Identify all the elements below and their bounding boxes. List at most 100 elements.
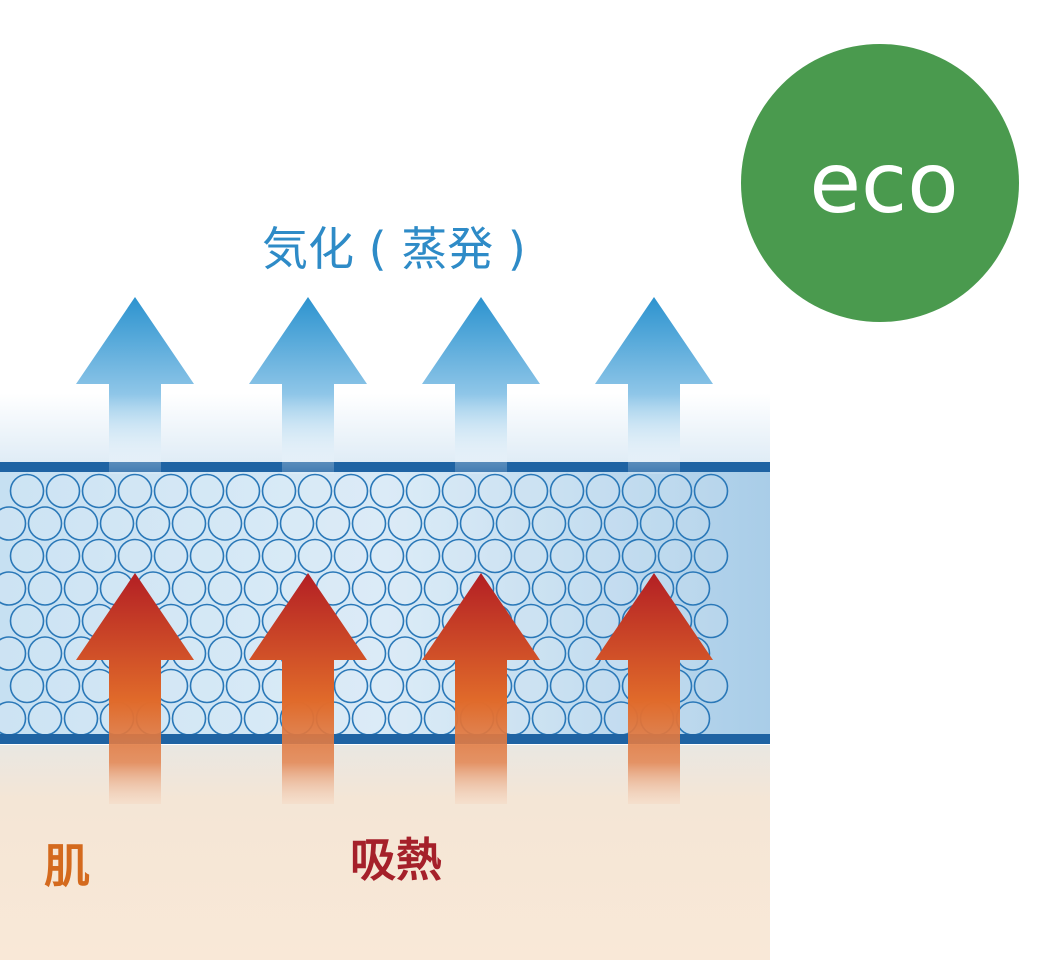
fiber-circle: [387, 571, 423, 606]
fiber-circle: [441, 538, 477, 574]
fiber-circle: [99, 506, 135, 541]
fiber-circle: [675, 571, 711, 606]
evaporation-label: 気化 ( 蒸発 ): [262, 222, 526, 276]
fiber-circle: [63, 701, 99, 736]
fiber-circle: [45, 538, 81, 574]
evaporation-arrow: [76, 297, 194, 474]
fiber-circle: [9, 473, 45, 509]
fiber-circle: [0, 701, 27, 736]
fiber-circle: [387, 506, 423, 541]
fiber-circle: [387, 701, 423, 736]
fiber-circle: [675, 701, 711, 736]
fiber-circle: [567, 636, 603, 671]
fiber-circle: [333, 538, 369, 574]
fiber-circle: [45, 473, 81, 509]
fiber-circle: [369, 668, 405, 704]
fiber-circle: [549, 603, 585, 639]
fiber-circle: [297, 538, 333, 574]
heat-arrow: [422, 573, 540, 804]
fiber-circle: [585, 668, 621, 704]
fiber-circle: [63, 506, 99, 541]
fiber-circle: [63, 571, 99, 606]
heat-arrows: [76, 573, 713, 804]
fiber-circle: [225, 538, 261, 574]
fiber-circle: [513, 668, 549, 704]
evaporation-arrows: [76, 297, 713, 474]
fiber-circle: [9, 538, 45, 574]
fiber-circle: [0, 506, 27, 541]
fiber-circle: [189, 603, 225, 639]
fiber-circle: [459, 506, 495, 541]
fiber-circle: [693, 668, 729, 704]
eco-badge: eco: [741, 44, 1019, 322]
fiber-circle: [477, 538, 513, 574]
fiber-circle: [333, 668, 369, 704]
fiber-circle: [207, 636, 243, 671]
fiber-circle: [27, 636, 63, 671]
fiber-circle: [603, 506, 639, 541]
fiber-circle: [351, 571, 387, 606]
fiber-circle: [9, 603, 45, 639]
fiber-circle: [243, 571, 279, 606]
fiber-circle: [45, 668, 81, 704]
fiber-circle: [441, 473, 477, 509]
fiber-circle: [297, 473, 333, 509]
fiber-circle: [0, 571, 27, 606]
fiber-circle: [0, 636, 27, 671]
fiber-circle: [405, 603, 441, 639]
fiber-circle: [531, 701, 567, 736]
fiber-circle: [603, 571, 639, 606]
fiber-circle: [531, 636, 567, 671]
heat-arrow: [76, 573, 194, 804]
fiber-circle: [153, 473, 189, 509]
fiber-circle: [369, 603, 405, 639]
fiber-circle: [621, 473, 657, 509]
fiber-circle: [27, 571, 63, 606]
evaporation-arrow: [422, 297, 540, 474]
fiber-circle: [171, 571, 207, 606]
fiber-circle: [513, 603, 549, 639]
fiber-circle: [81, 538, 117, 574]
fiber-circle: [639, 506, 675, 541]
fiber-circle: [351, 701, 387, 736]
evaporation-arrow: [249, 297, 367, 474]
heat-arrow: [595, 573, 713, 804]
fiber-circle: [27, 701, 63, 736]
fiber-circle: [423, 506, 459, 541]
fiber-circle: [423, 571, 459, 606]
evaporation-arrow: [595, 297, 713, 474]
fiber-circle: [585, 473, 621, 509]
fiber-circle: [423, 701, 459, 736]
fiber-circle: [171, 506, 207, 541]
fiber-circle: [261, 473, 297, 509]
fiber-circle: [495, 571, 531, 606]
fiber-circle: [675, 506, 711, 541]
fiber-circle: [693, 538, 729, 574]
fiber-circle: [567, 701, 603, 736]
fiber-circle: [351, 506, 387, 541]
fiber-circle: [117, 473, 153, 509]
fiber-circle: [243, 701, 279, 736]
fiber-circle: [495, 506, 531, 541]
heat-absorption-label: 吸熱: [350, 833, 442, 887]
fiber-circle: [549, 538, 585, 574]
fiber-circle: [585, 538, 621, 574]
fiber-circle: [657, 473, 693, 509]
skin-label: 肌: [44, 839, 90, 893]
fiber-circle: [9, 668, 45, 704]
fiber-circle: [189, 538, 225, 574]
fiber-circle: [405, 473, 441, 509]
fiber-circle: [531, 571, 567, 606]
fiber-circle: [225, 668, 261, 704]
fiber-circle: [189, 668, 225, 704]
fiber-circle: [585, 603, 621, 639]
fabric-top-border: [0, 462, 770, 472]
fiber-circle: [621, 538, 657, 574]
fiber-circle: [567, 506, 603, 541]
fiber-circle: [153, 538, 189, 574]
fiber-circle: [243, 506, 279, 541]
fiber-circle: [207, 701, 243, 736]
fiber-circle: [207, 571, 243, 606]
fiber-circle: [189, 473, 225, 509]
fiber-circle: [567, 571, 603, 606]
